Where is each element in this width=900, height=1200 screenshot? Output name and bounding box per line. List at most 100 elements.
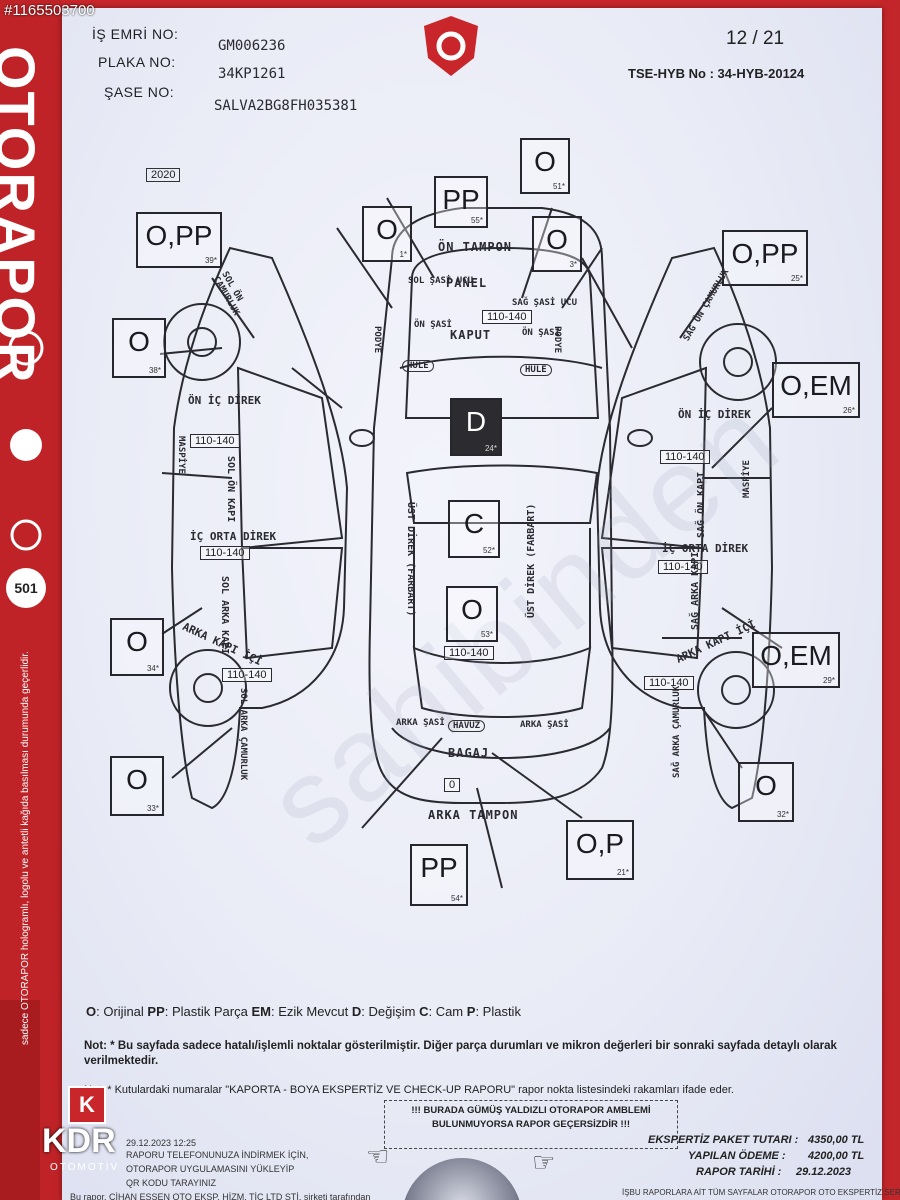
odeme-value: 4200,00 TL [808,1150,865,1162]
box-num: 54* [450,894,463,903]
range-sag-arka-camurluk: 110-140 [644,676,694,690]
box-num: 33* [146,804,159,813]
box-value: O [376,214,398,245]
range-sol-arka-kapi: 110-140 [200,546,250,560]
legend-pp-key: PP [147,1004,165,1019]
box-value: O [126,764,148,795]
legend-d-desc: : Değişim [361,1004,420,1019]
box-value: O,P [575,828,625,859]
label-panel: PANEL [446,276,488,290]
kdr-name: KDR [42,1122,116,1160]
label-on-ic-direk-l: ÖN İÇ DİREK [188,394,261,407]
label-on-sasi-l: ÖN ŞASİ [414,320,452,330]
car-diagram [159,197,783,889]
odeme-label: YAPILAN ÖDEME : [688,1150,786,1162]
label-ic-orta-direk-l: İÇ ORTA DİREK [190,530,277,543]
box-value: O,EM [780,370,852,401]
box-value: O [534,146,556,177]
box-value: O,PP [731,238,799,269]
range-bagaj-o: 0 [444,778,461,792]
tarih-label: RAPOR TARİHİ : [696,1166,782,1178]
box-sol-camurluk: O,PP 39* [136,212,222,268]
warn-line-1: !!! BURADA GÜMÜŞ YALDIZLI OTORAPOR AMBLE… [411,1105,651,1116]
legend-pp-desc: : Plastik Parça [164,1004,252,1019]
label-sag-on-kapi: SAĞ ÖN KAPI [696,471,707,538]
legend-d-key: D [351,1004,362,1019]
box-num: 21* [616,868,629,877]
legend-em-key: EM [251,1004,271,1019]
box-num: 39* [204,256,217,265]
box-sag-arka-camurluk: O 32* [738,762,794,822]
label-hule-l: HULE [402,360,434,372]
box-num: 25* [790,274,803,283]
label-sol-arka-camurluk: SOL ARKA ÇAMURLUK [238,688,248,781]
label-sag-arka-camurluk: SAĞ ARKA ÇAMURLUK [672,685,682,778]
kdr-letter: K [68,1086,106,1124]
brand-side-text: sadece OTORAPOR hologramlı, logolu ve an… [20,651,31,1045]
box-value: PP [420,852,458,883]
label-sag-arka-kapi: SAĞ ARKA KAPI [690,551,701,630]
label-sol-on-kapi: SOL ÖN KAPI [225,456,236,523]
box-sol-arka-camurluk: O 33* [110,756,164,816]
box-num: 32* [776,810,789,819]
box-sag-camurluk: O,PP 25* [722,230,808,286]
box-num: 29* [822,676,835,685]
label-kaput: KAPUT [450,328,492,342]
is-emri-label: İŞ EMRİ NO: [92,26,179,42]
range-sol-on-kapi: 110-140 [190,434,240,448]
warn-line-2: BULUNMUYORSA RAPOR GEÇERSİZDİR !!! [431,1119,631,1130]
box-sag-on-kapi: O,EM 26* [772,362,860,418]
legend-p-desc: : Plastik [475,1004,521,1019]
footer-line: İŞBU RAPORLARA AİT TÜM SAYFALAR OTORAPOR… [622,1188,900,1197]
box-num: 53* [480,630,493,639]
brand-strip: OTORAPOR sadece OTORAPOR hologramlı, log… [0,0,62,1200]
range-kaput: 110-140 [482,310,532,324]
qr-line-1: RAPORU TELEFONUNUZA İNDİRMEK İÇİN, [126,1150,309,1160]
box-num: 26* [842,406,855,415]
box-num: 24* [484,444,497,453]
box-bagaj-kapagi: O 53* [446,586,498,642]
box-value: D [465,406,487,437]
label-sag-sasi-ucu: SAĞ ŞASİ UCU [512,298,578,308]
note-2: Not: * Kutulardaki numaralar "KAPORTA - … [84,1084,734,1096]
label-arka-sasi-r: ARKA ŞASİ [520,720,569,730]
label-masphe-l: MASPİYE [176,436,186,474]
listing-id: #1165503700 [4,2,95,19]
badge-501-text: 501 [14,580,38,596]
box-value: O [461,594,483,625]
legend: O: Orijinal PP: Plastik Parça EM: Ezik M… [86,1004,521,1019]
label-on-ic-direk-r: ÖN İÇ DİREK [678,408,751,421]
label-sol-sasi-ucu: SOL ŞASİ UCU [408,276,474,286]
box-value: PP [442,184,480,215]
right-strip [882,0,900,1200]
box-num: 3* [569,260,577,269]
label-ust-direk-l: ÜST DİREK (FARBART) [405,502,416,617]
paket-value: 4350,00 TL [808,1134,865,1146]
label-podye-l: PODYE [372,326,382,354]
box-value: O,EM [760,640,832,671]
label-ic-orta-direk-r: İÇ ORTA DİREK [662,542,749,555]
qr-line-2: OTORAPOR UYGULAMASINI YÜKLEYİP [126,1164,295,1174]
box-value: O [755,770,777,801]
legend-c-key: C [419,1004,429,1019]
legend-c-desc: : Cam [428,1004,467,1019]
model-year: 2020 [146,168,181,182]
label-ust-direk-r: ÜST DİREK (FARBART) [526,503,537,618]
box-value: C [463,508,485,539]
legend-p-key: P [466,1004,476,1019]
sase-value: SALVA2BG8FH035381 [214,98,358,114]
report-page: sahibinden İŞ EMRİ NO: GM006236 PLAKA NO… [62,8,900,1200]
shield-icon [422,14,480,78]
tse-number: TSE-HYB No : 34-HYB-20124 [628,66,805,81]
box-value: O,PP [145,220,213,251]
box-tavan: D 24* [450,398,502,456]
sase-label: ŞASE NO: [104,84,175,100]
emblem-warning: !!! BURADA GÜMÜŞ YALDIZLI OTORAPOR AMBLE… [384,1100,678,1149]
label-havuz: HAVUZ [448,720,486,732]
